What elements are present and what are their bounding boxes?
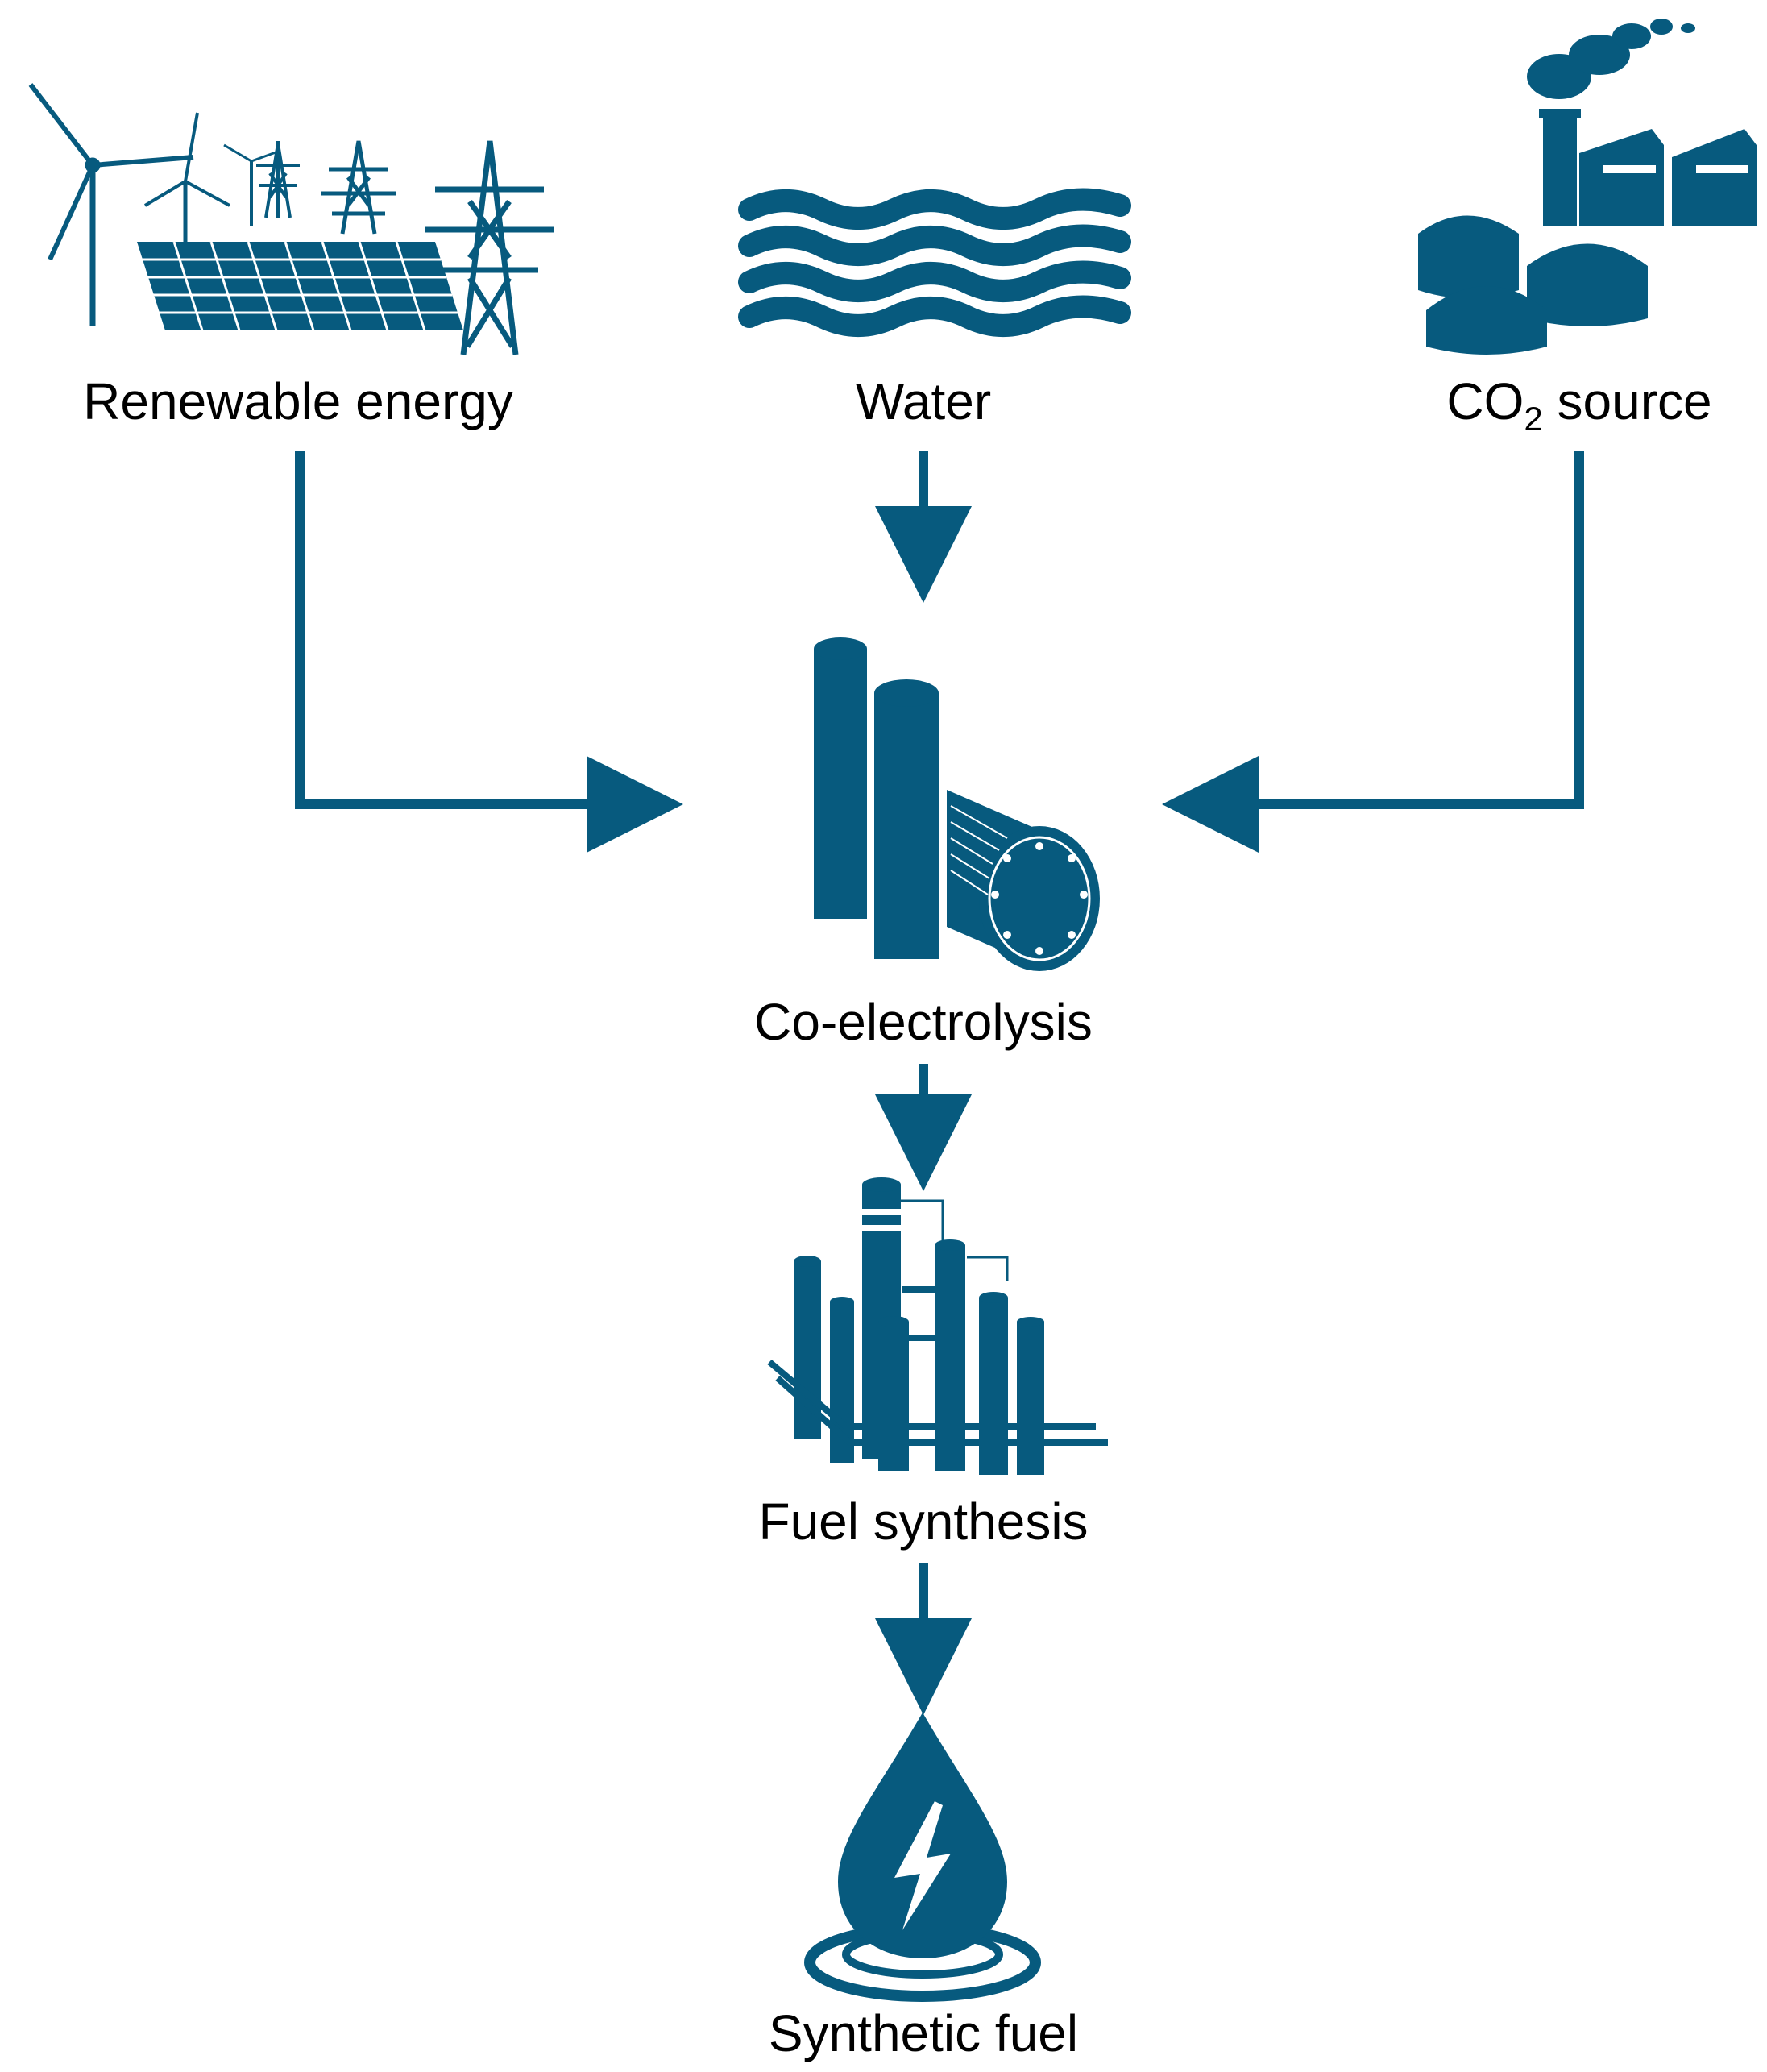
electrolyzer-icon	[814, 637, 1100, 971]
co-electrolysis-label: Co-electrolysis	[754, 993, 1093, 1051]
renewable-energy-label: Renewable energy	[83, 372, 513, 430]
co2-label-prefix: CO	[1446, 372, 1524, 430]
arrows	[295, 451, 1584, 1715]
co2-label-suffix: source	[1543, 372, 1712, 430]
factory-icon	[1418, 19, 1757, 355]
co2-source-label: CO2 source	[1446, 372, 1711, 438]
arrow-renewable-to-coelectrolysis	[295, 451, 683, 853]
synthetic-fuel-label: Synthetic fuel	[769, 2004, 1078, 2062]
fuel-drop-icon	[804, 1713, 1041, 2002]
water-label: Water	[856, 372, 991, 430]
co2-label-subscript: 2	[1524, 400, 1542, 438]
wind-solar-grid-icon	[28, 83, 554, 355]
refinery-icon	[767, 1177, 1108, 1475]
arrow-co2-to-coelectrolysis	[1162, 451, 1584, 853]
water-waves-icon	[738, 188, 1131, 337]
fuel-synthesis-label: Fuel synthesis	[758, 1493, 1088, 1551]
